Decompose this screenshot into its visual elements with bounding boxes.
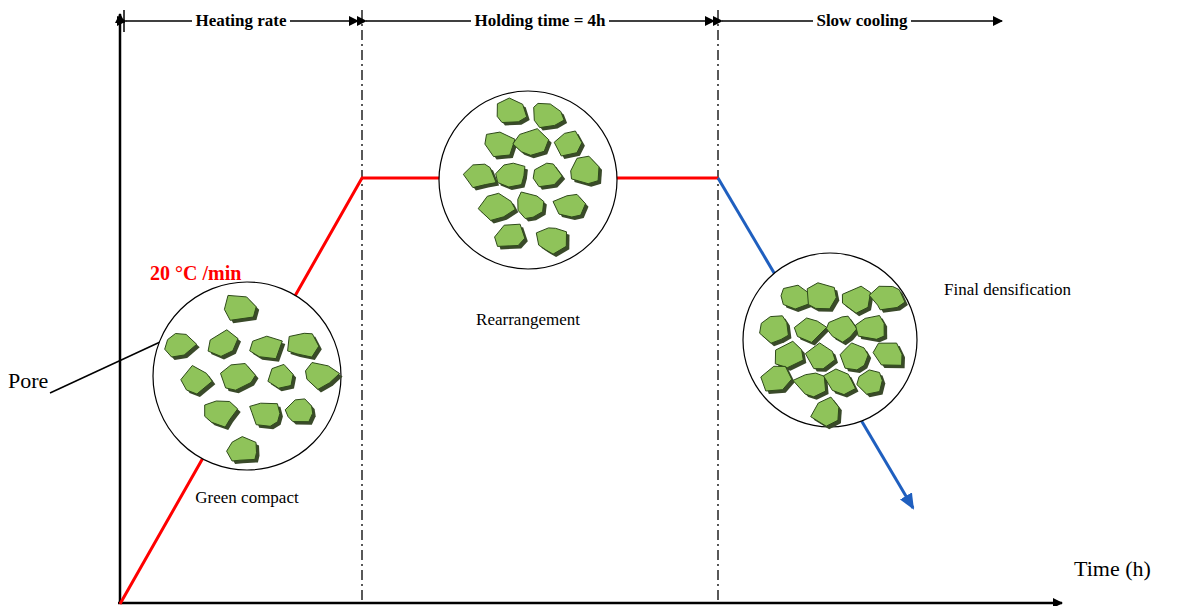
powder-particle xyxy=(840,343,868,370)
powder-particle xyxy=(306,363,340,390)
powder-particle xyxy=(165,334,197,358)
particle-circle: Final densification xyxy=(742,252,918,428)
powder-particle xyxy=(208,330,238,357)
powder-particle xyxy=(794,318,826,342)
powder-particle xyxy=(205,401,238,427)
powder-particle xyxy=(250,336,283,359)
x-axis xyxy=(118,602,1062,605)
powder-particle xyxy=(497,98,527,123)
powder-particle xyxy=(268,364,293,388)
powder-particle xyxy=(761,366,792,391)
powder-particle xyxy=(227,437,257,461)
powder-particle xyxy=(553,194,586,217)
stage-divider xyxy=(717,10,718,602)
stage-label: Holding time = 4h xyxy=(471,11,608,31)
powder-particle xyxy=(873,343,902,365)
stage-caption: Rearrangement xyxy=(476,310,580,330)
powder-particle xyxy=(856,316,885,340)
stage-label: Heating rate xyxy=(192,11,289,31)
powder-particle xyxy=(496,163,525,187)
powder-particle xyxy=(478,193,515,220)
circle-outline xyxy=(438,90,618,270)
powder-particle xyxy=(533,163,562,187)
powder-particle xyxy=(534,103,564,127)
powder-particle xyxy=(824,369,856,395)
stage-label: Slow cooling xyxy=(813,11,910,31)
circle-outline xyxy=(152,281,342,471)
particle-circle: Rearrangement xyxy=(438,90,618,270)
powder-particle xyxy=(221,364,256,391)
pore-label: Pore xyxy=(8,368,48,393)
powder-particle xyxy=(463,164,496,187)
powder-particle xyxy=(811,397,839,426)
rate-label: 20 °C /min xyxy=(150,262,241,285)
span-tick xyxy=(123,10,125,32)
powder-particle xyxy=(826,316,857,342)
stage-caption: Green compact xyxy=(195,488,298,508)
particle-circle: Green compact xyxy=(152,281,342,471)
stage-caption: Final densification xyxy=(944,280,1071,300)
powder-particle xyxy=(805,343,835,369)
powder-particle xyxy=(781,285,809,309)
powder-particle xyxy=(224,295,256,320)
powder-particle xyxy=(807,283,836,309)
powder-particle xyxy=(571,156,599,184)
powder-particle xyxy=(869,286,905,310)
axis-label: Time (h) xyxy=(1074,556,1151,581)
heating-holding-line xyxy=(120,178,718,604)
stage-divider xyxy=(361,10,362,602)
powder-particle xyxy=(518,192,544,219)
y-axis xyxy=(119,14,122,604)
powder-particle xyxy=(857,370,883,394)
powder-particle xyxy=(495,224,525,246)
powder-particle xyxy=(793,373,826,397)
powder-particle xyxy=(842,286,870,313)
powder-particle xyxy=(285,399,313,422)
powder-particle xyxy=(775,341,803,367)
powder-particle xyxy=(760,316,789,343)
circle-outline xyxy=(742,252,918,428)
powder-particle xyxy=(181,366,213,395)
powder-particle xyxy=(485,132,515,157)
powder-particle xyxy=(250,403,280,426)
powder-particle xyxy=(513,129,549,156)
powder-particle xyxy=(536,228,566,254)
powder-particle xyxy=(288,333,319,357)
powder-particle xyxy=(554,131,582,156)
